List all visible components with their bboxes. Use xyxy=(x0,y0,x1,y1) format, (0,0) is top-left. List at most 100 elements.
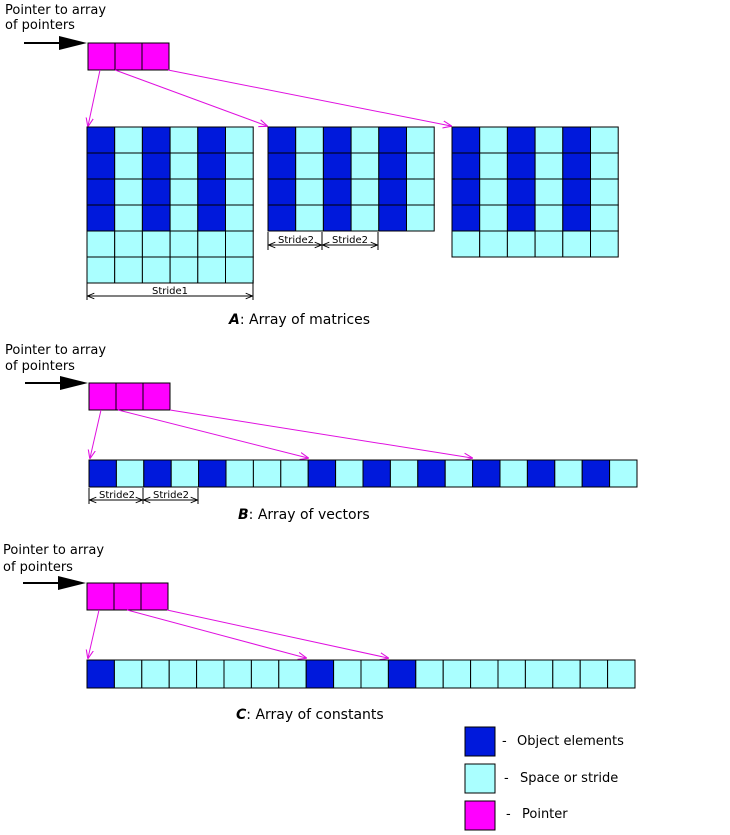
space-cell xyxy=(196,659,225,689)
section-a-caption-letter: A xyxy=(228,312,240,328)
space-cell xyxy=(141,230,171,258)
section-a-pointer-array xyxy=(87,42,170,71)
space-cell xyxy=(278,659,307,689)
space-cell xyxy=(169,152,199,180)
section-b-pointer-arrow-head xyxy=(60,376,88,390)
pointer-link xyxy=(167,69,451,126)
a-stride2-label-1: Stride2 xyxy=(278,235,314,246)
space-cell xyxy=(479,152,508,180)
object-element-cell xyxy=(417,459,446,488)
space-cell xyxy=(113,659,143,689)
space-cell xyxy=(169,204,199,232)
legend-label-object: Object elements xyxy=(517,734,624,749)
legend-dash-space: - xyxy=(504,771,509,786)
object-element-cell xyxy=(141,178,171,206)
section-b-pointer-links xyxy=(90,409,472,458)
pointer-cell xyxy=(140,582,169,611)
space-cell xyxy=(280,459,309,488)
legend-label-space: Space or stride xyxy=(520,771,618,786)
pointer-cell xyxy=(141,42,170,71)
space-cell xyxy=(114,204,143,232)
section-c-pointer-links xyxy=(88,609,388,658)
object-element-cell xyxy=(267,152,297,180)
section-a: Pointer to array of pointers Stride1 Str… xyxy=(5,3,619,328)
space-cell xyxy=(442,659,472,689)
space-cell xyxy=(406,126,435,154)
object-element-cell xyxy=(86,126,116,154)
object-element-cell xyxy=(141,204,171,232)
space-cell xyxy=(350,152,380,180)
section-a-pointer-label-line1: Pointer to array xyxy=(5,3,106,18)
space-cell xyxy=(197,256,227,284)
legend-swatch-pointer xyxy=(464,800,496,831)
space-cell xyxy=(86,230,116,258)
space-cell xyxy=(590,204,619,232)
section-b: Pointer to array of pointers Stride2 Str… xyxy=(5,343,638,523)
a-stride2-label-2: Stride2 xyxy=(332,235,368,246)
section-b-caption-letter: B xyxy=(238,507,249,523)
pointer-link xyxy=(166,609,388,658)
object-element-cell xyxy=(472,459,501,488)
section-c-pointer-array xyxy=(86,582,169,611)
object-element-cell xyxy=(322,152,352,180)
b-stride2-label-2: Stride2 xyxy=(153,490,189,501)
object-element-cell xyxy=(322,178,352,206)
pointer-link xyxy=(126,609,306,658)
space-cell xyxy=(114,256,143,284)
space-cell xyxy=(225,459,254,488)
space-cell xyxy=(115,459,145,488)
legend-swatch-space xyxy=(464,763,496,794)
object-element-cell xyxy=(143,459,172,488)
object-element-cell xyxy=(387,659,417,689)
space-cell xyxy=(350,178,380,206)
space-cell xyxy=(225,204,254,232)
object-element-cell xyxy=(562,152,591,180)
section-b-pointer-label-line1: Pointer to array xyxy=(5,343,106,358)
object-element-cell xyxy=(86,204,116,232)
space-cell xyxy=(225,230,254,258)
legend: - Object elements - Space or stride - Po… xyxy=(464,726,624,831)
object-element-cell xyxy=(506,178,536,206)
space-cell xyxy=(590,126,619,154)
space-cell xyxy=(86,256,116,284)
space-cell xyxy=(554,459,583,488)
section-a-caption: A: Array of matrices xyxy=(228,312,370,328)
pointer-cell xyxy=(86,582,115,611)
space-cell xyxy=(562,230,591,258)
space-cell xyxy=(590,230,619,258)
object-element-cell xyxy=(378,152,407,180)
object-element-cell xyxy=(322,126,352,154)
pointer-cell xyxy=(88,382,117,411)
space-cell xyxy=(415,659,444,689)
object-element-cell xyxy=(451,126,481,154)
pointer-link xyxy=(117,409,308,458)
legend-swatch-object xyxy=(464,726,496,757)
space-cell xyxy=(579,659,609,689)
pointer-cell xyxy=(87,42,116,71)
object-element-cell xyxy=(88,459,117,488)
space-cell xyxy=(590,152,619,180)
object-element-cell xyxy=(378,204,407,232)
pointer-link xyxy=(90,409,102,458)
space-cell xyxy=(609,459,638,488)
space-cell xyxy=(552,659,581,689)
space-cell xyxy=(252,459,282,488)
object-element-cell xyxy=(562,204,591,232)
legend-dash-pointer: - xyxy=(506,807,511,822)
space-cell xyxy=(479,204,508,232)
space-cell xyxy=(360,659,389,689)
section-c-pointer-arrow-head xyxy=(58,576,86,590)
space-cell xyxy=(225,256,254,284)
space-cell xyxy=(169,230,199,258)
object-element-cell xyxy=(197,178,227,206)
object-element-cell xyxy=(322,204,352,232)
section-a-matrix-1 xyxy=(86,126,254,284)
space-cell xyxy=(590,178,619,206)
section-b-pointer-label-line2: of pointers xyxy=(5,359,75,374)
section-b-caption: B: Array of vectors xyxy=(238,507,370,523)
space-cell xyxy=(114,152,143,180)
legend-dash-object: - xyxy=(502,734,507,749)
space-cell xyxy=(335,459,364,488)
object-element-cell xyxy=(267,126,297,154)
